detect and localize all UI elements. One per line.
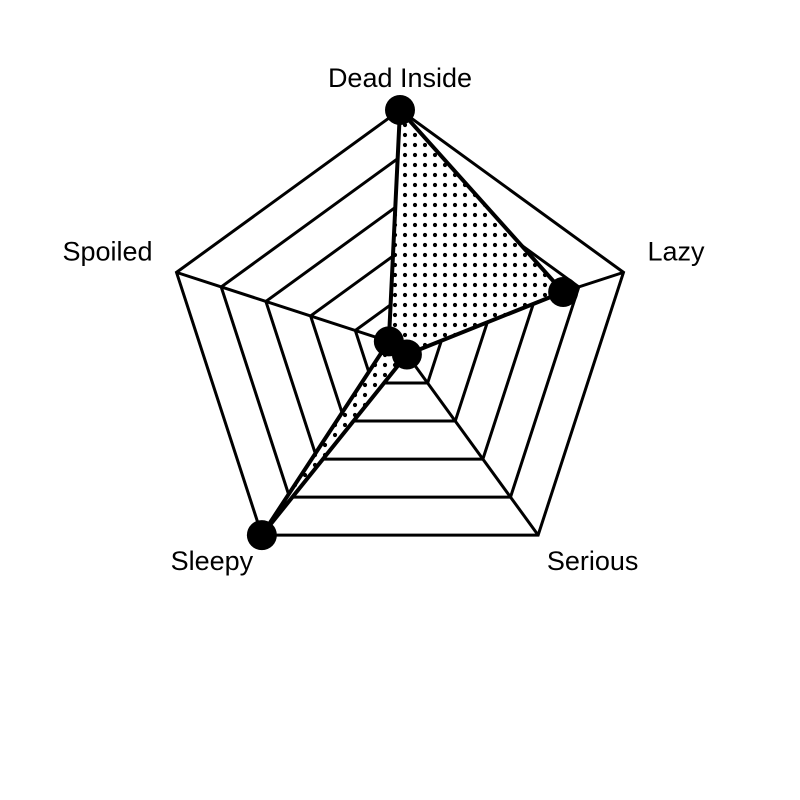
data-point-sleepy [246,520,277,551]
grid-ring-5 [174,108,626,537]
axis-label-spoiled: Spoiled [62,237,152,267]
data-point-spoiled [373,326,404,357]
data-point-lazy [548,276,579,307]
grid-ring-4 [219,155,581,499]
axis-label-sleepy: Sleepy [171,546,254,576]
data-area-group [259,108,566,538]
axis-spoke-4 [176,270,401,347]
axis-label-lazy: Lazy [647,237,705,267]
axis-spoke-2 [398,344,540,537]
data-point-dead-inside [385,95,415,125]
data-area [259,108,566,538]
data-points [246,95,579,551]
axis-label-dead-inside: Dead Inside [328,63,472,93]
axis-label-serious: Serious [547,546,639,576]
